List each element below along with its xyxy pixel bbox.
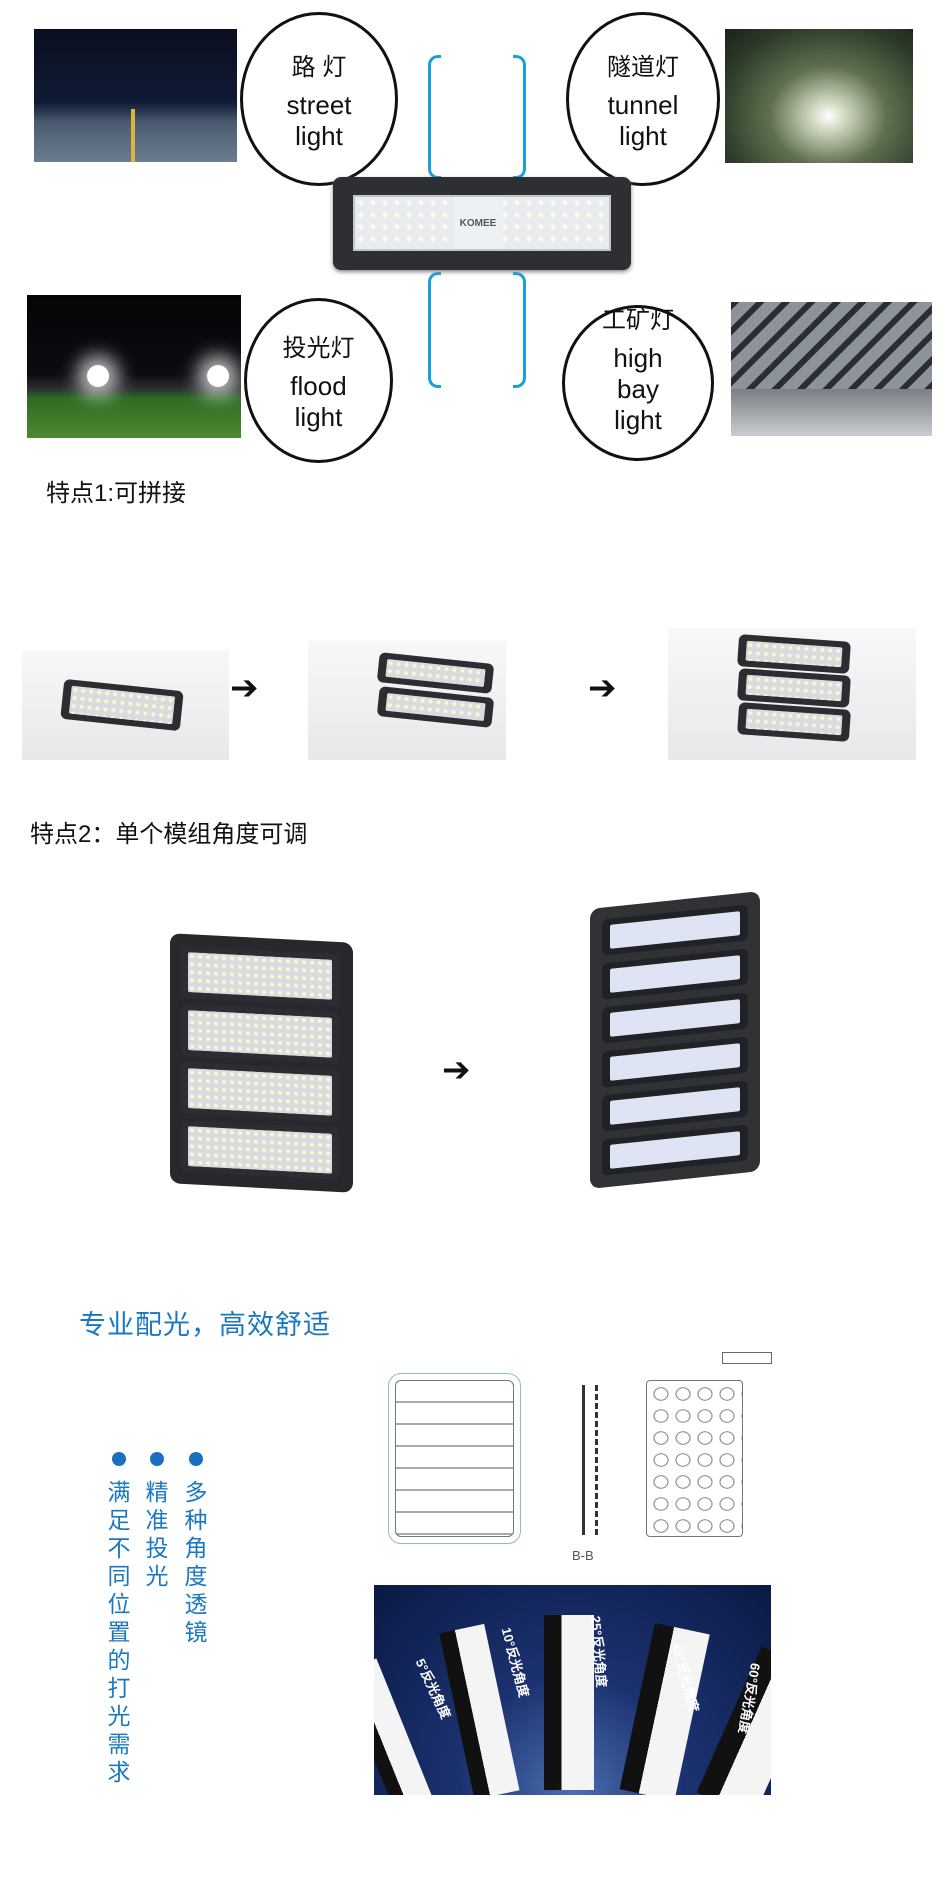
bullet-item: 精准投光 — [144, 1452, 170, 1590]
arrow-icon: ➔ — [230, 669, 259, 707]
tunnel-light-circle: 隧道灯 tunnel light — [566, 12, 720, 186]
bullet-dot-icon — [150, 1452, 164, 1466]
bullet-dot-icon — [112, 1452, 126, 1466]
bullet-dot-icon — [189, 1452, 203, 1466]
arrow-icon: ➔ — [588, 669, 617, 707]
label-en: light — [295, 120, 343, 151]
tunnel-light-photo — [725, 29, 913, 163]
lens-plate-drawing-back — [646, 1380, 743, 1537]
label-en: tunnel — [607, 89, 679, 120]
label-en: high — [613, 343, 663, 373]
four-module-flood-light — [170, 933, 353, 1193]
feature1-title: 特点1:可拼接 — [46, 480, 187, 507]
bullet-item: 多种角度透镜 — [183, 1452, 209, 1646]
label-en: bay — [617, 374, 659, 404]
title-block — [722, 1352, 772, 1364]
feature2-title: 特点2：单个模组角度可调 — [30, 821, 308, 848]
lens-25 — [544, 1615, 594, 1790]
label-en: flood — [290, 371, 347, 401]
label-en: street — [286, 89, 352, 120]
lens-angles-image: 5°反光角度 10°反光角度 25°反光角度 45°反光角度 60°反光角度 — [374, 1585, 771, 1795]
flood-light-circle: 投光灯 flood light — [244, 298, 393, 463]
label-en: light — [614, 405, 662, 435]
street-light-photo — [34, 29, 237, 162]
brand-logo: KOMEE — [453, 197, 503, 249]
flood-light-photo — [27, 295, 241, 438]
label-cn: 隧道灯 — [607, 53, 679, 81]
high-bay-light-photo — [731, 302, 932, 436]
street-light-circle: 路 灯 street light — [240, 12, 398, 186]
section-label: B-B — [572, 1548, 594, 1563]
lens-angle-label: 10°反光角度 — [498, 1625, 532, 1699]
label-cn: 工矿灯 — [602, 307, 674, 334]
connector-line — [428, 272, 441, 388]
connector-line — [513, 272, 526, 388]
bullet-item: 满足不同位置的打光需求 — [106, 1452, 132, 1786]
triple-module-image — [668, 628, 916, 760]
optics-title: 专业配光，高效舒适 — [79, 1310, 331, 1340]
lens-plate-drawing-front — [388, 1373, 521, 1544]
label-en: light — [294, 402, 343, 432]
label-cn: 路 灯 — [291, 53, 347, 81]
single-module-image — [22, 650, 229, 760]
high-bay-light-circle: 工矿灯 high bay light — [562, 305, 714, 461]
label-cn: 投光灯 — [282, 335, 355, 362]
connector-line — [513, 55, 526, 179]
label-en: light — [619, 120, 667, 151]
arrow-icon: ➔ — [442, 1051, 471, 1089]
six-module-flood-light-adjusted — [590, 891, 760, 1189]
lens-plate-drawing-section — [582, 1385, 598, 1535]
connector-line — [428, 55, 441, 179]
double-module-image — [308, 640, 506, 760]
module-lamp-image: KOMEE — [333, 177, 631, 270]
